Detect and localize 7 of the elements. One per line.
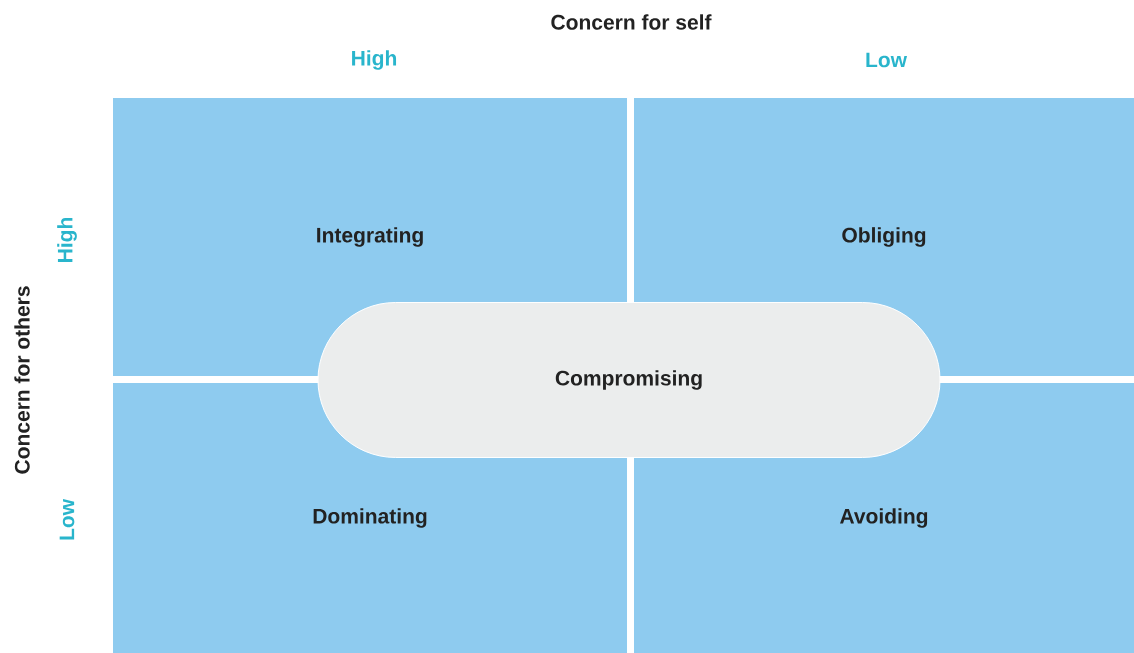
axis-level-label: High xyxy=(57,217,77,262)
compromise-pill: Compromising xyxy=(317,302,941,458)
axis-level-label: High xyxy=(352,50,397,70)
axis-title: Concern for others xyxy=(14,286,30,474)
axis-title: Concern for self xyxy=(551,14,712,30)
axis-level-label: Low xyxy=(866,52,908,68)
axis-level-label: Low xyxy=(59,498,75,540)
